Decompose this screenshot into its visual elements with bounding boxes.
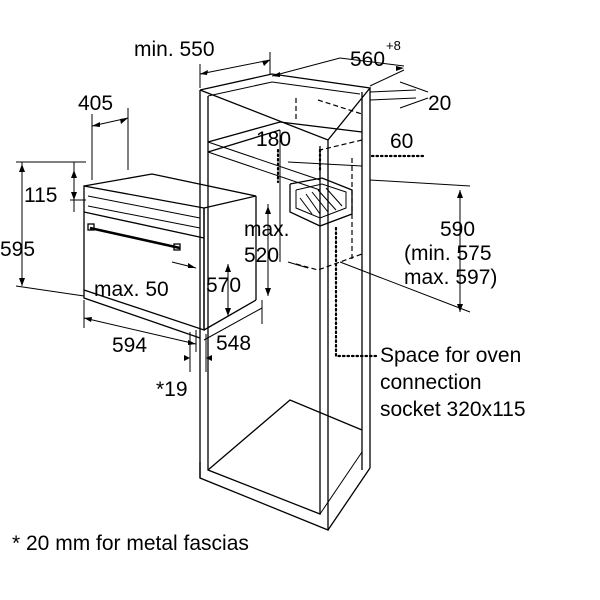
- socket-leader: [334, 226, 378, 358]
- oven: [83, 173, 257, 352]
- label-570: 570: [206, 274, 241, 297]
- label-20: 20: [428, 92, 451, 115]
- label-590-max: max. 597): [404, 266, 497, 289]
- socket-box: [289, 177, 353, 227]
- dimension-labels: min. 550 560 +8 20 405 180 60 115 595 59…: [0, 38, 497, 401]
- dimension-lines: [15, 52, 471, 372]
- label-min-550: min. 550: [134, 38, 215, 61]
- socket-note-line3: socket 320x115: [380, 398, 526, 421]
- label-595: 595: [0, 238, 35, 261]
- socket-note-line2: connection: [380, 371, 482, 394]
- label-590-min: (min. 575: [404, 242, 492, 265]
- label-180: 180: [256, 128, 291, 151]
- label-19: *19: [156, 378, 188, 401]
- label-60: 60: [390, 130, 413, 153]
- label-560-sup: +8: [386, 38, 401, 53]
- footnote: * 20 mm for metal fascias: [12, 532, 249, 555]
- housing-unit: [199, 73, 372, 531]
- label-548: 548: [216, 332, 251, 355]
- label-560: 560: [350, 48, 385, 71]
- socket-note-line1: Space for oven: [380, 344, 521, 367]
- label-520: 520: [244, 244, 279, 267]
- label-115: 115: [24, 184, 57, 207]
- label-max-50: max. 50: [94, 278, 169, 301]
- note-labels: Space for oven connection socket 320x115…: [12, 344, 526, 555]
- label-405: 405: [78, 92, 113, 115]
- label-max: max.: [244, 218, 290, 241]
- oven-cavity-outline: [295, 98, 363, 271]
- label-594: 594: [112, 334, 147, 357]
- label-590: 590: [440, 218, 475, 241]
